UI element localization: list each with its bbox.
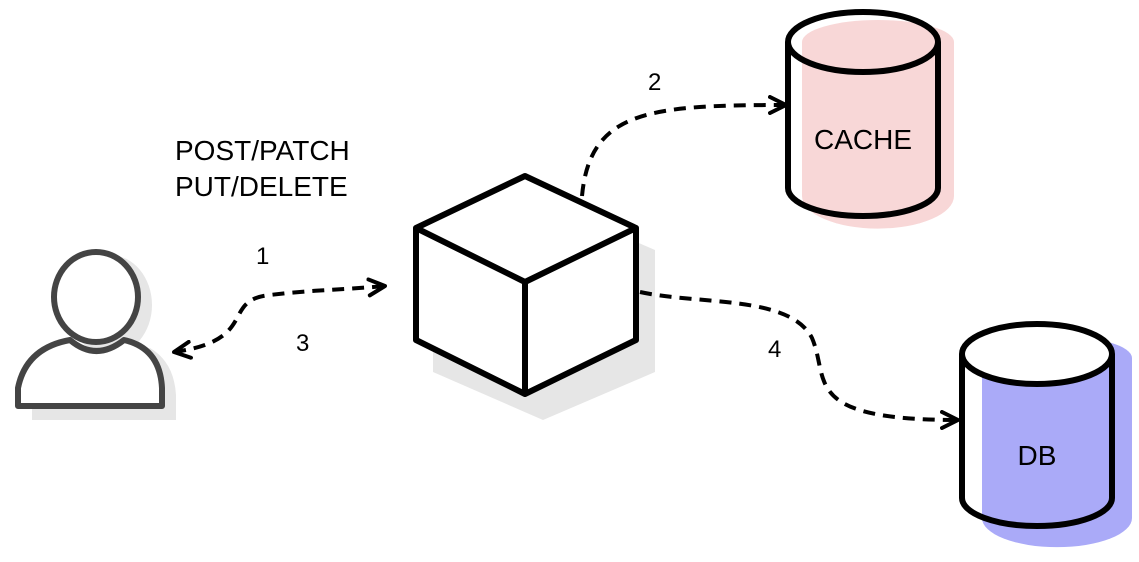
step-label-1: 1 xyxy=(256,243,270,270)
request-response-arrow xyxy=(172,277,387,360)
step-label-3: 3 xyxy=(296,330,310,357)
db-cylinder xyxy=(959,321,1132,548)
step-label-2: 2 xyxy=(648,69,662,96)
db-arrow xyxy=(639,290,960,430)
cache-cylinder xyxy=(785,9,954,229)
methods-label-line2: PUT/DELETE xyxy=(175,171,348,202)
cache-arrow xyxy=(580,95,788,197)
cube-icon xyxy=(413,173,655,420)
step-label-4: 4 xyxy=(768,336,782,363)
db-label: DB xyxy=(1017,440,1057,471)
cache-label: CACHE xyxy=(813,124,912,155)
methods-label-line1: POST/PATCH xyxy=(175,135,350,166)
user-icon xyxy=(15,249,176,420)
